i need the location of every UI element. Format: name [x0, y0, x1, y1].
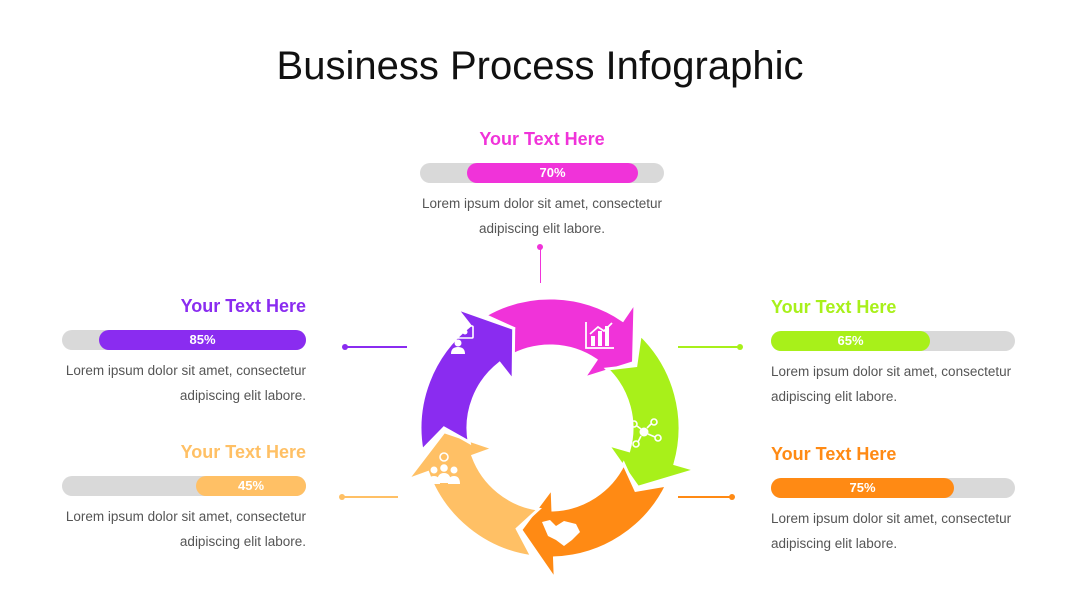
- desc-line: Lorem ipsum dolor sit amet, consectetur: [421, 196, 663, 211]
- progress-track: 45%: [62, 476, 306, 496]
- desc-line: adipiscing elit labore.: [179, 388, 306, 403]
- desc-line: Lorem ipsum dolor sit amet, consectetur: [65, 363, 306, 378]
- desc-line: Lorem ipsum dolor sit amet, consectetur: [771, 511, 1012, 526]
- step-heading: Your Text Here: [771, 297, 897, 317]
- progress-track: 85%: [62, 330, 306, 350]
- step-description: Lorem ipsum dolor sit amet, consectetur …: [771, 506, 1015, 556]
- connector-right-bottom: [678, 493, 735, 500]
- cycle-arrow-right-top: [603, 331, 702, 490]
- connector-top: [537, 244, 543, 283]
- connector-dot: [537, 244, 543, 250]
- desc-line: adipiscing elit labore.: [179, 534, 306, 549]
- progress-track: 70%: [420, 163, 664, 183]
- connector-dot: [342, 343, 348, 350]
- progress-label: 65%: [837, 333, 864, 348]
- page-title: Business Process Infographic: [276, 44, 804, 88]
- progress-label: 45%: [237, 478, 265, 493]
- step-block-left-top: Your Text Here 85% Lorem ipsum dolor sit…: [62, 295, 306, 408]
- connector-dot: [729, 493, 735, 500]
- step-description: Lorem ipsum dolor sit amet, consectetur …: [420, 191, 664, 241]
- connector-dot: [339, 493, 345, 500]
- cycle-arrow-left-top: [418, 305, 516, 454]
- process-cycle-diagram: [402, 296, 702, 585]
- bar-chart-icon: [585, 322, 614, 349]
- progress-label: 75%: [849, 480, 876, 495]
- step-heading: Your Text Here: [479, 129, 605, 149]
- progress-label: 70%: [539, 165, 566, 180]
- desc-line: adipiscing elit labore.: [771, 536, 898, 551]
- progress-fill: 85%: [99, 330, 306, 350]
- connector-dot: [737, 343, 743, 350]
- desc-line: Lorem ipsum dolor sit amet, consectetur: [771, 364, 1012, 379]
- step-heading: Your Text Here: [180, 442, 306, 462]
- step-block-top: Your Text Here 70% Lorem ipsum dolor sit…: [420, 128, 664, 241]
- step-block-right-bottom: Your Text Here 75% Lorem ipsum dolor sit…: [771, 443, 1015, 556]
- desc-line: adipiscing elit labore.: [478, 221, 606, 236]
- step-heading: Your Text Here: [180, 296, 306, 316]
- team-idea-icon: [428, 452, 460, 484]
- progress-fill: 45%: [196, 476, 306, 496]
- desc-line: adipiscing elit labore.: [771, 389, 898, 404]
- progress-fill: 75%: [771, 478, 954, 498]
- progress-track: 75%: [771, 478, 1015, 498]
- cycle-arrow-top: [481, 296, 637, 382]
- step-description: Lorem ipsum dolor sit amet, consectetur …: [62, 504, 306, 554]
- cycle-arrow-left-bottom: [402, 429, 542, 559]
- progress-label: 85%: [189, 332, 216, 347]
- network-icon: [630, 418, 662, 448]
- progress-fill: 70%: [467, 163, 638, 183]
- step-block-right-top: Your Text Here 65% Lorem ipsum dolor sit…: [771, 296, 1015, 409]
- connector-left-bottom: [339, 493, 398, 500]
- connector-left-top: [342, 343, 407, 350]
- connector-right-top: [678, 343, 743, 350]
- progress-fill: 65%: [771, 331, 930, 351]
- progress-track: 65%: [771, 331, 1015, 351]
- step-block-left-bottom: Your Text Here 45% Lorem ipsum dolor sit…: [62, 441, 306, 554]
- presenter-icon: [451, 325, 474, 354]
- desc-line: Lorem ipsum dolor sit amet, consectetur: [65, 509, 306, 524]
- cycle-arrow-right-bottom: [518, 460, 670, 585]
- handshake-icon: [542, 520, 580, 546]
- step-heading: Your Text Here: [771, 444, 897, 464]
- step-description: Lorem ipsum dolor sit amet, consectetur …: [771, 359, 1015, 409]
- step-description: Lorem ipsum dolor sit amet, consectetur …: [62, 358, 306, 408]
